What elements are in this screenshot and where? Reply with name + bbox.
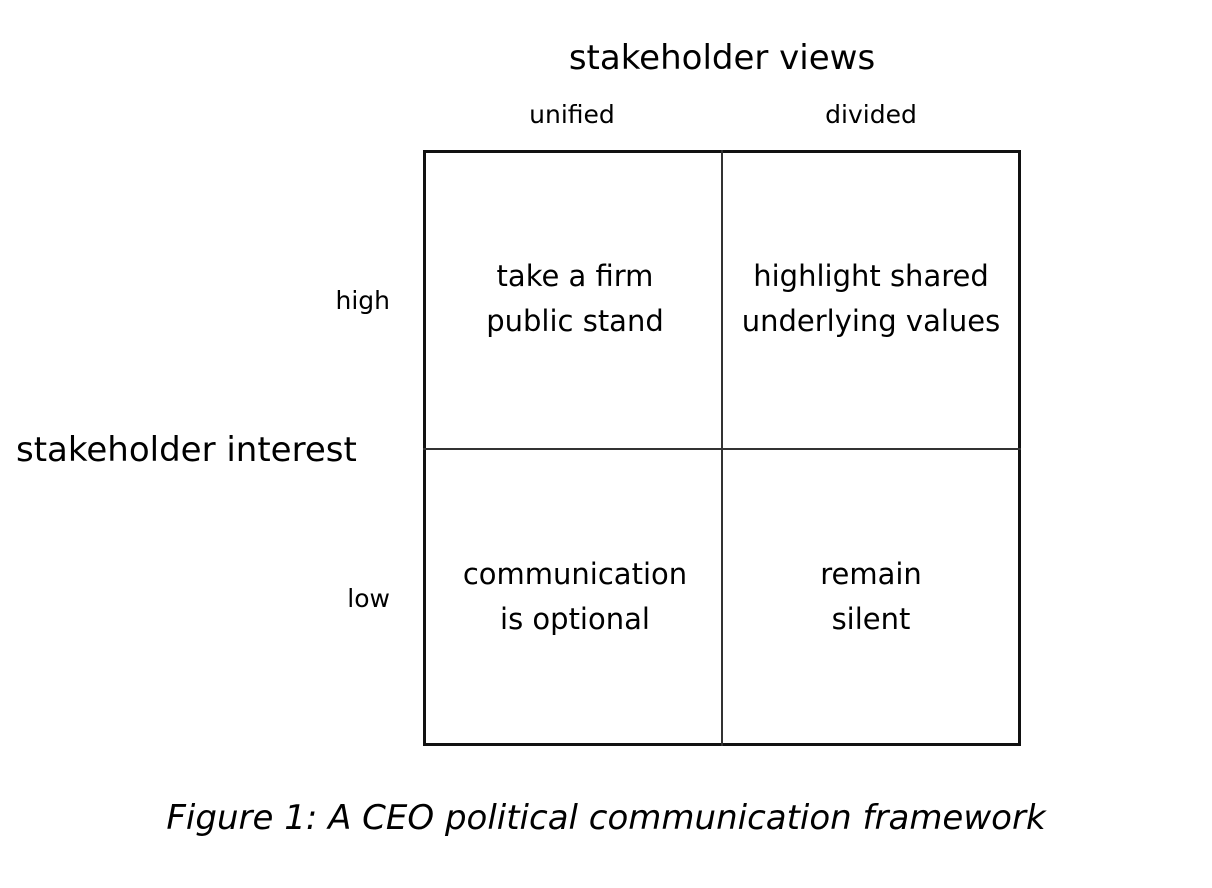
figure-caption: Figure 1: A CEO political communication … (166, 798, 1046, 838)
cell-high-unified-text: take a firm public stand (486, 259, 664, 338)
row-label-high: high (335, 286, 390, 315)
grid-divider-horizontal (423, 448, 1021, 450)
cell-high-unified: take a firm public stand (426, 150, 724, 448)
cell-low-unified: communication is optional (426, 448, 724, 746)
column-axis-title: stakeholder views (568, 38, 876, 78)
column-label-unified: unified (529, 100, 615, 129)
cell-high-divided: highlight shared underlying values (722, 150, 1020, 448)
column-label-divided: divided (825, 100, 917, 129)
cell-high-divided-text: highlight shared underlying values (741, 259, 1001, 338)
row-axis-title: stakeholder interest (16, 430, 357, 470)
cell-low-unified-text: communication is optional (462, 557, 688, 636)
row-label-low: low (347, 584, 390, 613)
cell-low-divided: remain silent (722, 448, 1020, 746)
cell-low-divided-text: remain silent (820, 557, 922, 636)
